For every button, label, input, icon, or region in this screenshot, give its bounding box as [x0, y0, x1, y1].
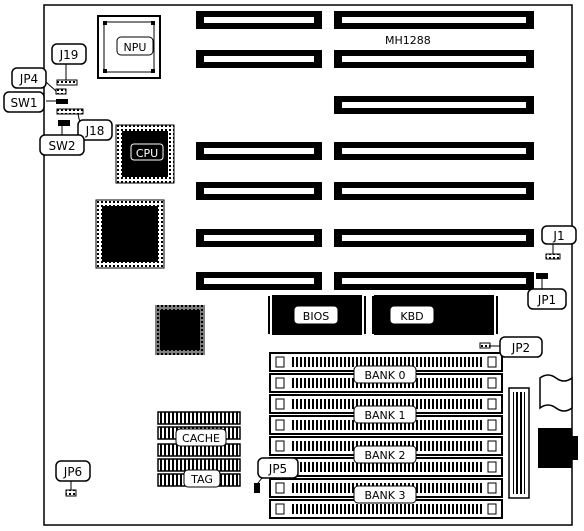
jp2-label: JP2: [511, 341, 530, 355]
power-connector: [508, 387, 530, 499]
jp1-label: JP1: [537, 293, 556, 307]
jp5-label: JP5: [268, 462, 287, 476]
expansion-slots-left: [196, 11, 322, 290]
bank-3-label: BANK 3: [364, 489, 405, 502]
bios-label: BIOS: [303, 310, 329, 323]
chipset-small: [155, 305, 205, 355]
npu-label: NPU: [124, 41, 147, 54]
jp4-label: JP4: [19, 72, 38, 86]
sw1-header: [56, 99, 68, 104]
bank-labels: BANK 0 BANK 1 BANK 2 BANK 3: [353, 365, 417, 504]
board-model-label: MH1288: [385, 34, 431, 47]
cache-label: CACHE: [182, 432, 220, 445]
jp6-label: JP6: [63, 465, 82, 479]
j19-header: [56, 79, 78, 86]
sw1-label: SW1: [10, 96, 37, 110]
jp6-header: [65, 489, 77, 497]
cpu-chip: CPU: [115, 124, 175, 184]
bank-1-label: BANK 1: [364, 409, 405, 422]
chipset-large: [95, 199, 165, 269]
tag-label: TAG: [190, 473, 213, 486]
j19-label: J19: [59, 48, 79, 62]
expansion-slots-right: [334, 11, 534, 290]
j1-label: J1: [552, 229, 564, 243]
jp2-header: [479, 342, 491, 349]
cpu-label: CPU: [136, 147, 158, 160]
jp1-header: [536, 273, 548, 279]
cache-chips: CACHE TAG: [157, 411, 241, 488]
j1-header: [545, 253, 561, 260]
npu-socket: NPU: [97, 15, 161, 79]
kbd-chip: KBD: [370, 295, 498, 335]
keyboard-connector: [538, 374, 578, 468]
jp5-header: [254, 483, 260, 493]
kbd-label: KBD: [400, 310, 423, 323]
bank-0-label: BANK 0: [364, 369, 405, 382]
j18-header: [56, 108, 84, 115]
sw2-label: SW2: [48, 139, 75, 153]
sw2-header: [58, 120, 70, 126]
jp4-header: [55, 88, 67, 95]
simm-socket: [269, 499, 503, 519]
bios-chip: BIOS: [268, 295, 366, 335]
bank-2-label: BANK 2: [364, 449, 405, 462]
jumper-labels: J19 JP4 SW1 J18 SW2 J1 JP1 JP2 JP5 JP6: [3, 43, 577, 482]
j18-label: J18: [85, 124, 105, 138]
